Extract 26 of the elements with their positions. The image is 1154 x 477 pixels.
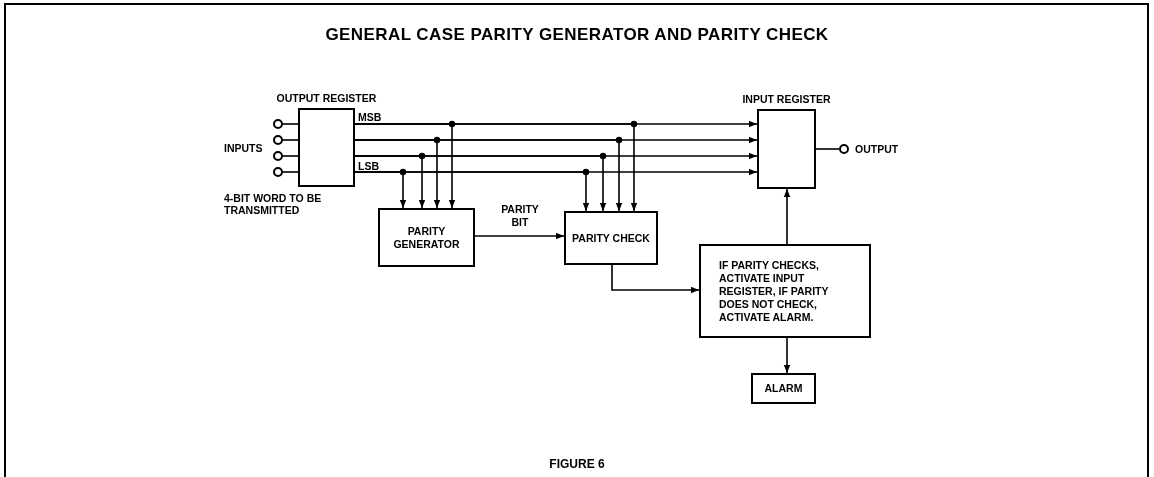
box-text: IF PARITY CHECKS, ACTIVATE INPUT REGISTER, IF PARITY DOES NOT CHECK, ACTIVATE ALARM.	[719, 258, 830, 324]
process-box	[564, 211, 658, 265]
figure-caption: FIGURE 6	[549, 456, 605, 473]
note-text: 4-BIT WORD TO BE TRANSMITTED	[224, 192, 323, 216]
box-text: ALARM	[764, 382, 803, 395]
process-box	[699, 244, 871, 338]
note-text: INPUTS	[224, 142, 263, 154]
connector-arrow	[354, 139, 623, 212]
process-box	[378, 208, 475, 267]
connector-arrow	[474, 232, 565, 240]
signal-label: LSB	[358, 160, 379, 172]
register-heading: INPUT REGISTER	[742, 92, 831, 108]
connector-arrow	[783, 188, 791, 245]
diagram-title: GENERAL CASE PARITY GENERATOR AND PARITY CHECK	[325, 24, 829, 46]
register-heading: OUTPUT REGISTER	[276, 91, 377, 107]
box-text: PARITY GENERATOR	[392, 224, 461, 251]
terminal-label: OUTPUT	[855, 142, 899, 157]
connector-arrow	[611, 264, 700, 294]
connector-arrow	[783, 337, 791, 374]
signal-label: MSB	[358, 111, 382, 123]
process-box	[751, 373, 816, 404]
box-text: PARITY CHECK	[571, 231, 651, 245]
connector-arrow	[354, 123, 638, 212]
connector-arrow	[354, 171, 590, 212]
connector-arrow	[354, 155, 607, 212]
edge-label: PARITY BIT	[500, 203, 540, 229]
